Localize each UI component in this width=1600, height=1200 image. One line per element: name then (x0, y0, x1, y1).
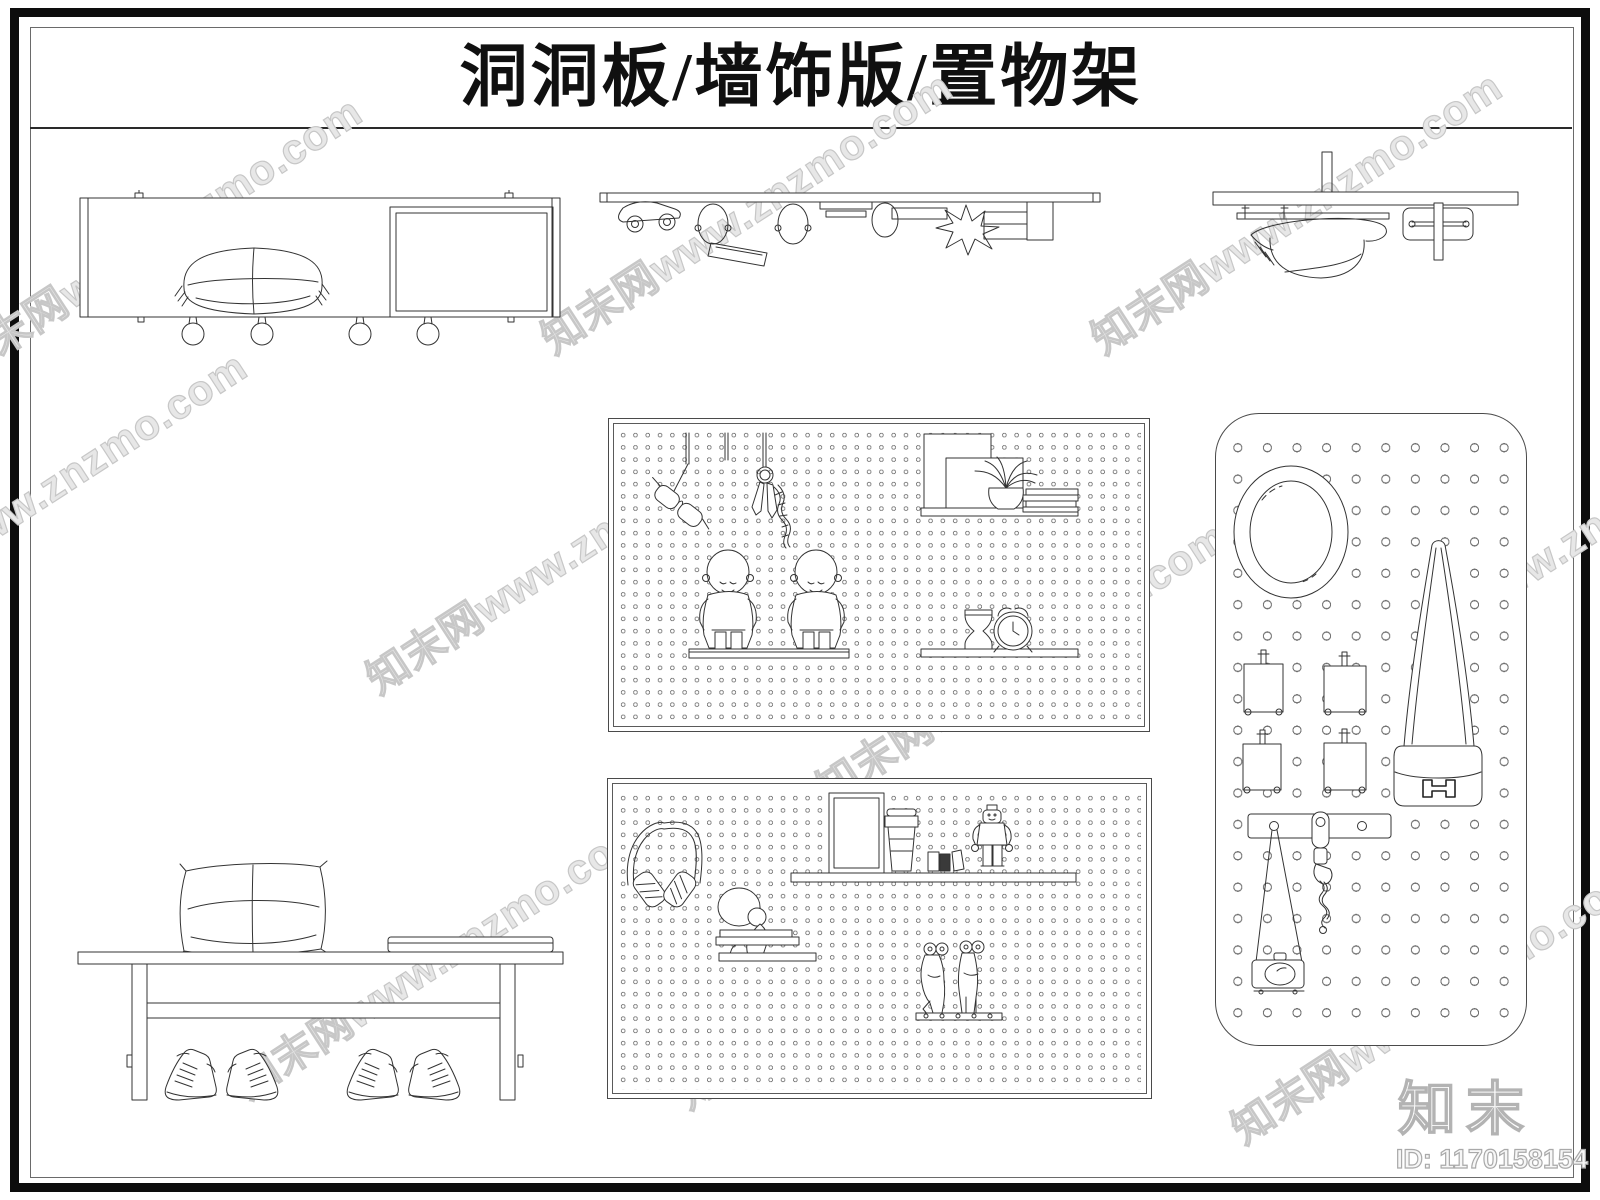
drawing-wall-shelf-front-view (78, 190, 566, 355)
pegboard-inner-border (613, 423, 1145, 727)
shelf-board (920, 648, 1079, 658)
keychain (1311, 811, 1333, 934)
shelf-board (718, 952, 817, 962)
title-band: 洞洞板/墙饰版/置物架 (30, 27, 1572, 129)
vase (964, 609, 993, 650)
hook-icon (134, 190, 144, 199)
drawing-pegboard-plan-hat (1185, 150, 1520, 280)
bench-tray (387, 936, 554, 953)
frog-figurine (920, 942, 949, 1016)
shelf-board (790, 872, 1077, 883)
square-hook (1242, 729, 1282, 794)
small-box (983, 211, 1028, 240)
ball (871, 202, 899, 238)
bench-leg (499, 963, 516, 1101)
pegboard-holes (617, 429, 1141, 725)
item-id: ID: 1170158154 (1395, 1143, 1588, 1174)
toy-figurine (699, 549, 757, 650)
shoulder-bag (1393, 540, 1483, 807)
hat (174, 247, 330, 315)
bench-leg (131, 963, 148, 1101)
shelf-board (915, 1012, 1003, 1021)
shelf-rail (688, 648, 850, 659)
books (927, 849, 965, 872)
sheet-outer-border (10, 8, 1590, 1192)
brand-logo: 知末 (1397, 1076, 1535, 1143)
h-buckle (1422, 779, 1456, 798)
lego-figure (971, 804, 1013, 867)
rod-bracket (1402, 202, 1474, 261)
potted-plant (974, 456, 1038, 510)
headphones (626, 821, 703, 908)
mirror (1233, 465, 1349, 599)
page-title: 洞洞板/墙饰版/置物架 (459, 39, 1143, 115)
pillow (176, 860, 330, 959)
pegboard-panel-2 (607, 778, 1152, 1099)
pegboard-panel-1 (608, 418, 1150, 732)
coffee-cup (884, 808, 919, 872)
bench-stretcher (146, 1002, 501, 1019)
figurine-head (694, 203, 732, 245)
sneaker (408, 1048, 461, 1101)
figurine-head (774, 203, 812, 245)
drawing-pegboard-plan-accessories (595, 183, 1105, 283)
photo-frame (828, 792, 885, 874)
frog-figurine (957, 940, 985, 1014)
square-hook (1243, 649, 1284, 716)
star-flower (935, 204, 1000, 256)
camera (1251, 829, 1305, 995)
toy-car (618, 201, 681, 233)
square-hook (1323, 728, 1367, 794)
sheet-inner-border (30, 27, 1574, 1178)
book-stack (715, 929, 800, 946)
sneaker (346, 1048, 399, 1101)
keychain (751, 466, 791, 549)
mirror-frame (389, 206, 554, 318)
pegboard-inner-border (612, 783, 1147, 1094)
hook-icon (504, 190, 514, 199)
sneaker (226, 1048, 279, 1101)
hanging-hat (1250, 217, 1387, 279)
toy-figurine (787, 549, 845, 650)
bench-seat (77, 951, 564, 965)
tilted-frame (707, 242, 768, 267)
sneaker (164, 1048, 217, 1101)
alarm-clock (993, 607, 1033, 653)
drawing-entry-bench (70, 845, 570, 1107)
sitting-figure (717, 887, 768, 957)
pegboard-panel-3 (1215, 413, 1527, 1046)
square-hook (1323, 651, 1367, 716)
hanging-knobs (181, 316, 440, 346)
book-stack (1022, 488, 1079, 513)
sunglasses (652, 463, 710, 530)
